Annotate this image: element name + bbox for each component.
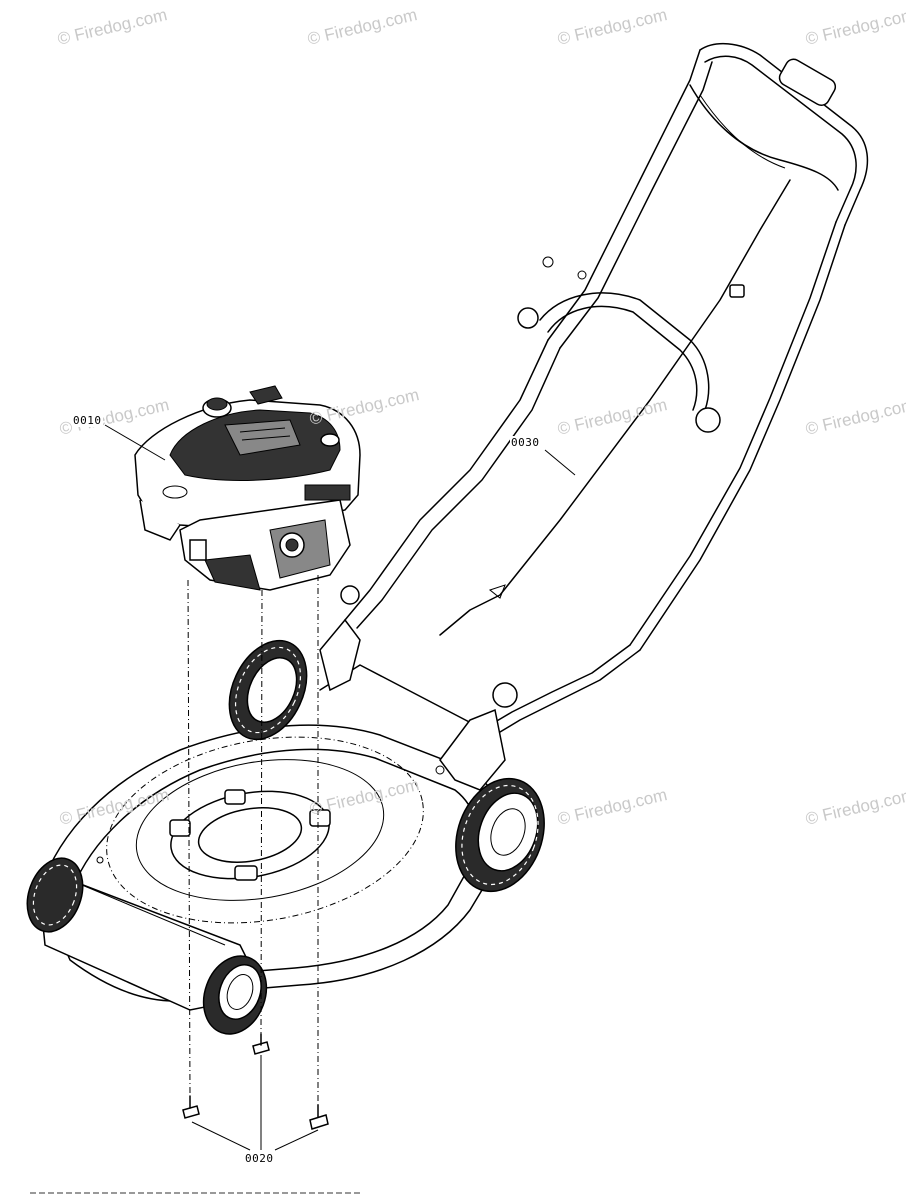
front-right-wheel — [202, 955, 268, 1035]
engine — [134, 385, 361, 591]
leader-lines — [104, 424, 576, 1151]
screw-center — [252, 1033, 270, 1055]
left-knob — [517, 307, 539, 329]
mounting-screws — [182, 1033, 329, 1130]
callout-handle-cable: 0030 — [510, 436, 541, 449]
footer-divider — [30, 1192, 360, 1194]
handle-assembly — [340, 42, 869, 736]
screw-left — [182, 1095, 200, 1119]
lower-knob — [492, 682, 518, 708]
rear-right-wheel — [455, 777, 545, 893]
callout-screws: 0020 — [244, 1152, 275, 1165]
right-knob — [695, 407, 721, 433]
callout-engine: 0010 — [72, 414, 103, 427]
mower-deck — [39, 618, 506, 1011]
lower-left-knob — [340, 585, 360, 605]
assembly-lines — [187, 575, 319, 1105]
screw-right — [309, 1104, 329, 1130]
front-left-wheel — [26, 857, 84, 933]
rear-left-wheel — [228, 639, 308, 741]
handle-grip — [778, 58, 837, 106]
wheels — [26, 639, 545, 1035]
